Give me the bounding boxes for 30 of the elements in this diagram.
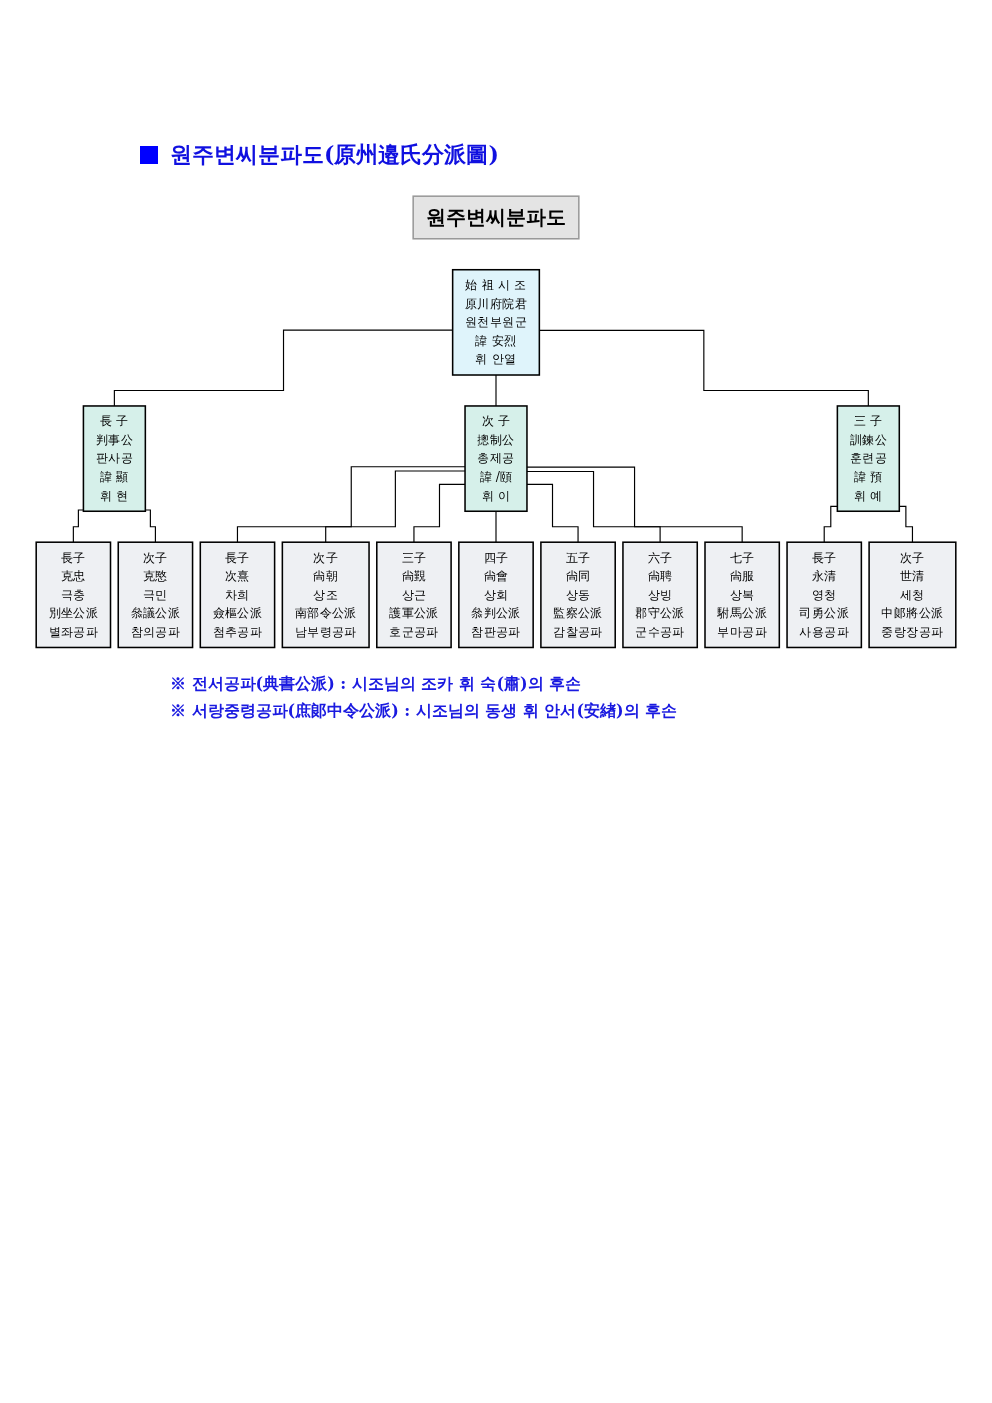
- node-box: 三 子 訓鍊公 훈련공 諱 預 휘 예: [836, 405, 901, 512]
- node-box: 次子 尙朝 상조 南部令公派 남부령공파: [281, 541, 370, 649]
- connector: [325, 470, 466, 543]
- node-box: 次子 世清 세청 中郞將公派 중랑장공파: [868, 541, 957, 649]
- connector: [413, 483, 466, 543]
- node-box: 次 子 摠制公 총제공 諱 /頤 휘 이: [464, 405, 528, 512]
- connector: [495, 374, 497, 407]
- connector: [526, 466, 743, 543]
- node-box: 六子 尙聘 상빙 郡守公派 군수공파: [622, 541, 699, 649]
- node-box: 長子 永清 영청 司勇公派 사용공파: [786, 541, 863, 649]
- connector: [823, 505, 838, 543]
- node-box: 始 祖 시 조 原川府院君 원천부원군 諱 安烈 휘 안열: [451, 268, 541, 376]
- connector: [495, 510, 497, 543]
- node-box: 次子 克愍 극민 叅議公派 참의공파: [117, 541, 194, 649]
- page-title: 원주변씨분파도(原州邉氏分派圖): [170, 140, 499, 169]
- connector: [236, 466, 466, 543]
- node-box: 長子 克忠 극충 別坐公派 별좌공파: [35, 541, 112, 649]
- connector: [72, 509, 84, 543]
- node-box: 五子 尙同 상동 監察公派 감찰공파: [540, 541, 616, 649]
- node-box: 四子 尙會 상회 叅判公派 참판공파: [458, 541, 534, 649]
- connector: [526, 470, 661, 543]
- footnote: ※ 전서공파(典書公派) : 시조님의 조카 휘 숙(肅)의 후손: [170, 673, 583, 695]
- node-box: 七子 尙服 상복 駙馬公派 부마공파: [704, 541, 781, 649]
- node-box: 원주변씨분파도: [412, 195, 580, 240]
- connector: [526, 483, 579, 543]
- node-box: 長 子 判事公 판사공 諱 顯 휘 현: [82, 405, 147, 512]
- connector: [144, 509, 156, 543]
- node-box: 長子 次熹 차희 僉樞公派 첨추공파: [199, 541, 276, 649]
- footnote: ※ 서랑중령공파(庶郞中令公派) : 시조님의 동생 휘 안서(安緖)의 후손: [170, 700, 679, 722]
- node-box: 三子 尙覲 상근 護軍公派 호군공파: [376, 541, 452, 649]
